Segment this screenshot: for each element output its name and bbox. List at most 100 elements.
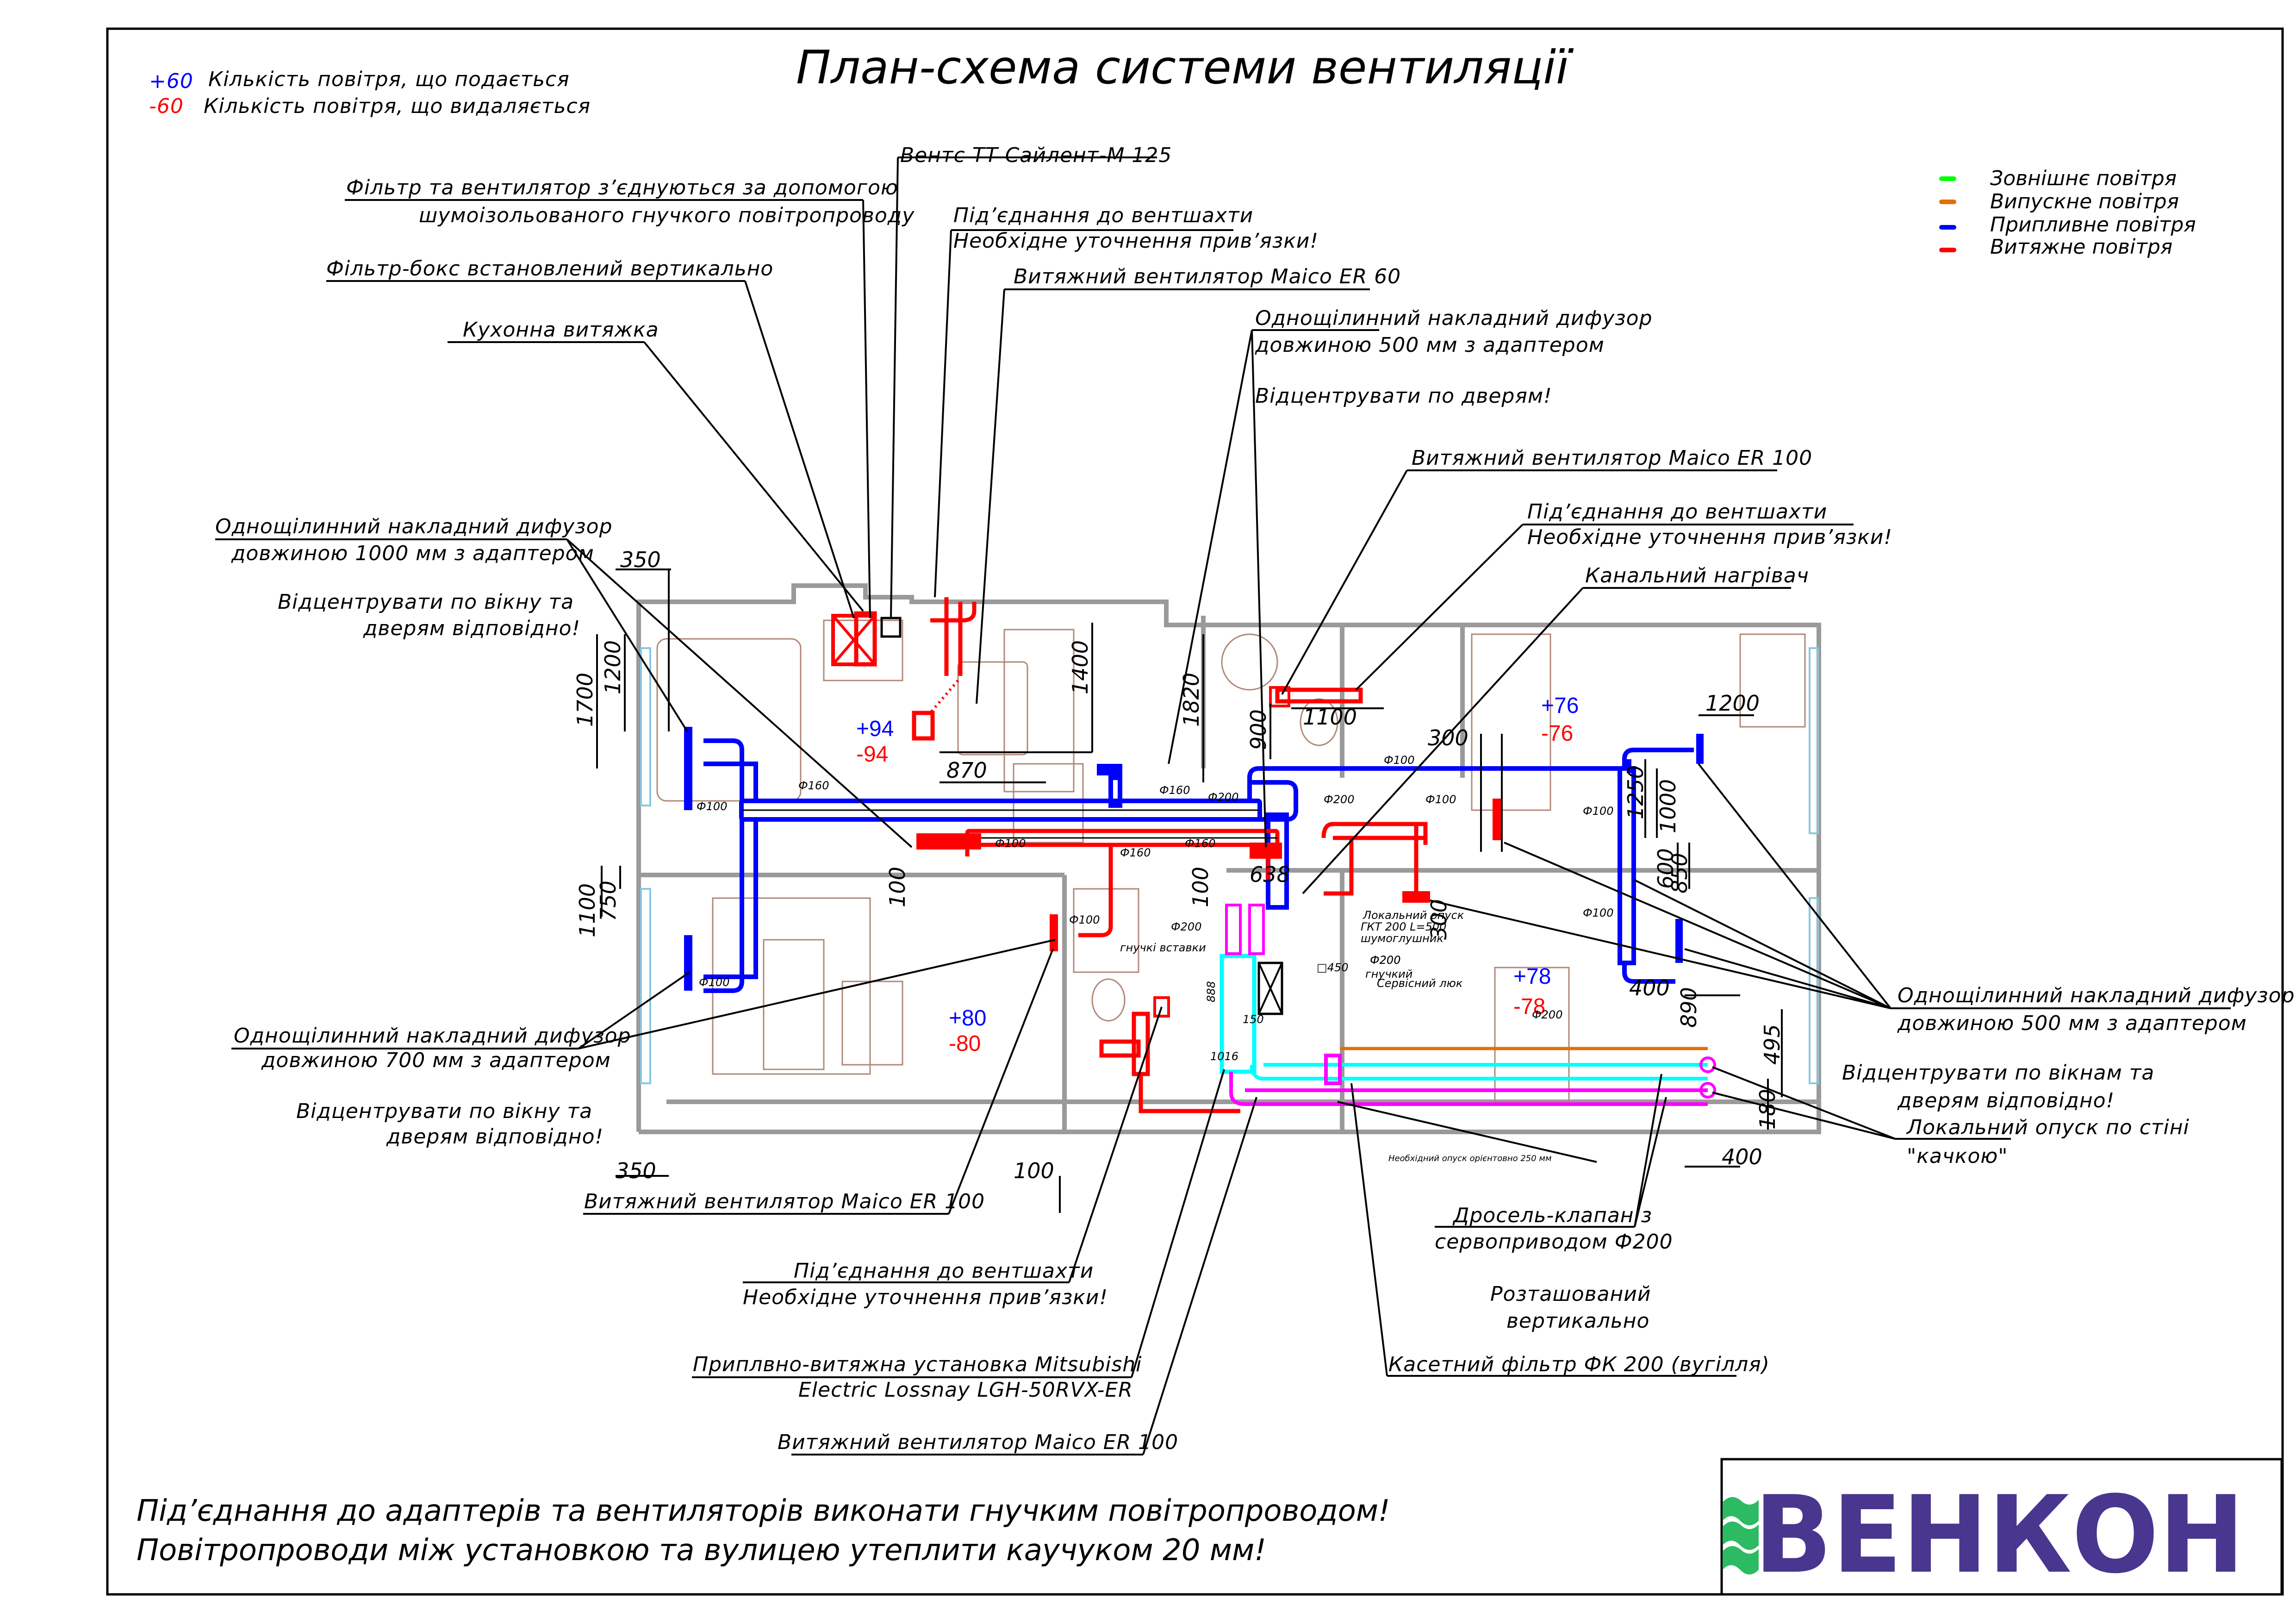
damper-top [1699, 1056, 1716, 1073]
duct-phi200-a: Ф200 [1208, 791, 1238, 804]
dim-900: 900 [1246, 709, 1271, 750]
extract-grille-mid [1402, 891, 1430, 903]
callout-shaft-bottom-line2: Необхідне уточнення прив’язки! [743, 1286, 1108, 1309]
outdoor-ducts [1229, 1047, 1708, 1106]
duct-phi100-g: Ф100 [1583, 805, 1613, 818]
dim-1400: 1400 [1068, 640, 1093, 694]
duct-phi100-h: Ф100 [1583, 906, 1613, 919]
extract-ducts [854, 597, 1428, 1113]
dim-495: 495 [1760, 1024, 1785, 1065]
callout-filter-box: Фільтр-бокс встановлений вертикально [326, 257, 773, 281]
dimension-lines [596, 568, 1783, 1213]
dim-300-mid: 300 [1426, 899, 1451, 940]
duct-phi100-d: Ф100 [1069, 913, 1100, 926]
room-supply-bedroom-right-bottom: +78 [1513, 964, 1551, 989]
leader-lines [215, 156, 2231, 1455]
callout-local-drop-line1: Локальний опуск по стіні [1906, 1116, 2190, 1139]
dim-1200-left: 1200 [600, 640, 625, 694]
extract-grille-kitchen [916, 833, 981, 849]
extract-grille-bedroom-right [1493, 799, 1503, 840]
callout-diff500-top-line1: Однощілинний накладний дифузор [1255, 306, 1653, 330]
color-legend: Зовнішнє повітря Випускне повітря Припли… [1939, 167, 2196, 259]
duct-phi100-e: Ф100 [1384, 754, 1414, 767]
dimension-values: 350 1700 1200 1400 870 1820 900 1100 300… [572, 547, 1785, 1183]
dim-1000: 1000 [1655, 779, 1680, 833]
annot-flex-200: Ф200 [1370, 954, 1400, 967]
dim-750: 750 [596, 881, 621, 921]
room-exhaust-bedroom-left: -80 [949, 1031, 981, 1056]
dim-1100-left: 1100 [575, 883, 600, 937]
room-exhaust-bedroom-right-top: -76 [1541, 721, 1573, 746]
dim-350-bottom: 350 [616, 1158, 656, 1183]
annot-gkt-200: ГКТ 200 L=500 [1361, 920, 1446, 933]
room-exhaust-bedroom-right-bottom: -78 [1513, 994, 1545, 1019]
annot-flex-inserts: гнучкі вставки [1120, 941, 1206, 954]
callout-vertical-line1: Розташований [1490, 1282, 1651, 1306]
callout-shaft-bottom-line1: Під’єднання до вентшахти [794, 1259, 1094, 1283]
duct-phi100-f: Ф100 [1425, 793, 1456, 806]
annot-required-drop: Необхідний опуск орієнтовно 250 мм [1388, 1154, 1552, 1163]
callout-diff500-right-line4: дверям відповідно! [1897, 1089, 2115, 1112]
dim-400-a: 400 [1629, 975, 1670, 1000]
callout-texts: Вентс ТТ Сайлент-М 125 Фільтр та вентиля… [215, 144, 2295, 1454]
dim-1016: 1016 [1210, 1050, 1238, 1063]
exhaust-key-value: -60 [149, 94, 184, 118]
annot-hatch-size: □450 [1317, 961, 1348, 974]
callout-diff500-right-line1: Однощілинний накладний дифузор [1898, 984, 2295, 1007]
dim-100-a: 100 [885, 867, 910, 907]
silencer-left [1225, 904, 1242, 955]
callout-diff700-line2: довжиною 700 мм з адаптером [261, 1049, 611, 1072]
duct-phi160-a: Ф160 [798, 779, 829, 792]
airflow-key: +60 Кількість повітря, що подається -60 … [149, 68, 591, 118]
windows [640, 647, 1819, 1084]
exhaust-key-text: Кількість повітря, що видаляється [204, 94, 591, 118]
callout-kitchen-hood: Кухонна витяжка [463, 318, 659, 342]
dim-350-top: 350 [620, 547, 661, 572]
maico-fan-bath [1269, 686, 1290, 707]
annot-silencer: шумоглушник [1361, 932, 1444, 945]
annot-flexible: гнучкий [1365, 968, 1412, 981]
supply-diffuser-500-right-top [1696, 734, 1704, 764]
dim-1100-bath: 1100 [1303, 705, 1357, 730]
callout-shaft-right-line2: Необхідне уточнення прив’язки! [1527, 525, 1892, 549]
callout-maico-er100-left: Витяжний вентилятор Maico ER 100 [584, 1190, 985, 1213]
service-hatch-box [1257, 962, 1283, 1015]
supply-diffuser-500-right-bottom [1675, 919, 1683, 963]
room-supply-bedroom-left: +80 [949, 1006, 986, 1031]
callout-damper-line1: Дросель-клапан з [1452, 1204, 1652, 1227]
callout-maico-er60: Витяжний вентилятор Maico ER 60 [1014, 265, 1401, 288]
dim-1700: 1700 [572, 673, 597, 727]
page-title: План-схема системи вентиляції [796, 40, 1574, 94]
logo-wave-icon [1723, 1497, 1759, 1574]
logo-frame [1720, 1458, 2283, 1596]
duct-phi200-d: Ф200 [1532, 1008, 1562, 1021]
duct-phi160-b: Ф160 [1159, 784, 1190, 797]
callout-diff1000-line4: дверям відповідно! [363, 617, 580, 640]
callout-local-drop-line2: "качкою" [1907, 1144, 2008, 1168]
supply-diffuser-700 [684, 935, 692, 991]
dim-600: 600 [1653, 848, 1678, 889]
supply-key-text: Кількість повітря, що подається [208, 68, 570, 91]
drawing-frame [106, 27, 2284, 1596]
supply-diffuser-500-top [1097, 764, 1122, 775]
dim-888: 888 [1205, 981, 1218, 1002]
supply-key-value: +60 [149, 69, 193, 93]
callout-diff500-right-line2: довжиною 500 мм з адаптером [1897, 1012, 2247, 1035]
legend-label-extract: Витяжне повітря [1990, 235, 2172, 259]
dim-1820: 1820 [1179, 673, 1204, 727]
annot-service-hatch: Сервісний люк [1377, 977, 1463, 990]
callout-diff1000-line1: Однощілинний накладний дифузор [215, 515, 613, 538]
dim-850: 850 [1667, 853, 1692, 893]
extract-grille-bedroom-left [1050, 914, 1058, 951]
duct-phi160-d: Ф160 [1185, 837, 1215, 850]
dim-638: 638 [1250, 862, 1290, 887]
note-flexible-connection: Під’єднання до адаптерів та вентиляторів… [137, 1494, 1390, 1528]
callout-diff700-line1: Однощілинний накладний дифузор [234, 1024, 631, 1048]
callout-diff1000-line2: довжиною 1000 мм з адаптером [231, 542, 594, 565]
room-supply-kitchen: +94 [856, 717, 894, 741]
room-exhaust-kitchen: -94 [856, 742, 888, 767]
callout-shaft-top-line2: Необхідне уточнення прив’язки! [953, 229, 1319, 253]
duct-phi160-c: Ф160 [1120, 846, 1151, 859]
